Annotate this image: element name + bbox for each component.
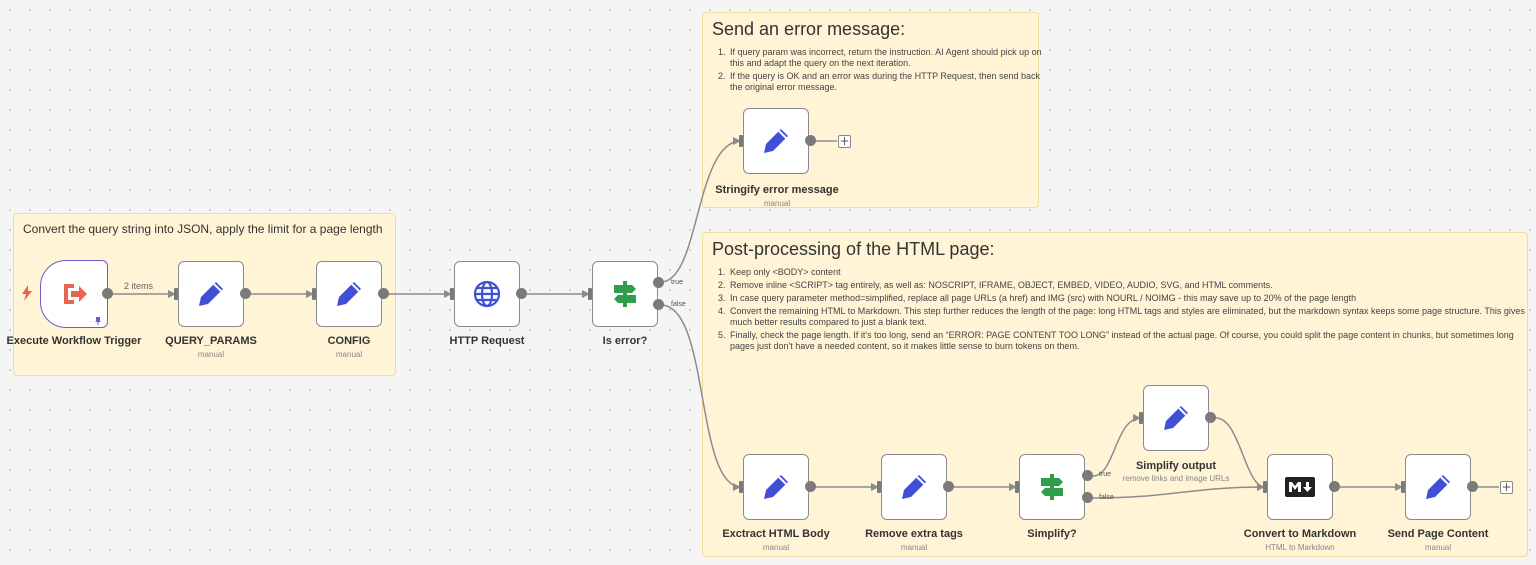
wire-simplify-markdown	[1092, 486, 1266, 499]
output-port[interactable]	[240, 288, 251, 299]
node-query-params[interactable]	[178, 261, 244, 327]
node-label: Send Page Content	[1387, 528, 1489, 540]
node-subtitle: manual	[335, 350, 363, 359]
output-port[interactable]	[805, 481, 816, 492]
pin-icon	[93, 313, 103, 331]
node-http-request[interactable]	[454, 261, 520, 327]
wire-iserror-extract	[660, 304, 742, 488]
node-send-page-content[interactable]	[1405, 454, 1471, 520]
wire-iserror-stringify	[660, 140, 742, 283]
add-node-button[interactable]: +	[1500, 480, 1513, 494]
globe-icon	[472, 279, 502, 309]
node-label: Exctract HTML Body	[722, 528, 830, 540]
input-port[interactable]	[1401, 481, 1405, 493]
input-port[interactable]	[1263, 481, 1267, 493]
pencil-icon	[1161, 403, 1191, 433]
node-subtitle: manual	[763, 199, 791, 208]
trigger-bolt-icon	[22, 285, 32, 306]
true-output-label: true	[1099, 471, 1112, 478]
node-label: QUERY_PARAMS	[165, 335, 257, 347]
node-is-error[interactable]	[592, 261, 658, 327]
node-simplify-output[interactable]	[1143, 385, 1209, 451]
input-port[interactable]	[588, 288, 592, 300]
output-port-false[interactable]	[653, 299, 664, 310]
pencil-icon	[761, 126, 791, 156]
wire-label-items: 2 items	[124, 281, 154, 291]
list-item: If query param was incorrect, return the…	[728, 47, 1046, 69]
pencil-icon	[1423, 472, 1453, 502]
input-port[interactable]	[739, 481, 743, 493]
true-output-label: true	[671, 279, 684, 286]
input-port[interactable]	[312, 288, 316, 300]
node-subtitle: manual	[762, 543, 790, 552]
sticky-title: Send an error message:	[712, 19, 906, 39]
output-port-true[interactable]	[653, 277, 664, 288]
list-item: If the query is OK and an error was duri…	[728, 71, 1046, 93]
list-item: Convert the remaining HTML to Markdown. …	[728, 306, 1528, 328]
node-convert-markdown[interactable]	[1267, 454, 1333, 520]
markdown-icon	[1285, 477, 1315, 497]
output-port[interactable]	[1329, 481, 1340, 492]
pencil-icon	[196, 279, 226, 309]
output-port-true[interactable]	[1082, 470, 1093, 481]
sticky-post-processing[interactable]: Post-processing of the HTML page: Keep o…	[702, 232, 1528, 557]
node-label: CONFIG	[327, 335, 371, 347]
node-extract-html-body[interactable]	[743, 454, 809, 520]
list-item: Remove inline <SCRIPT> tag entirely, as …	[728, 280, 1528, 291]
exit-arrow-icon	[59, 279, 89, 309]
node-stringify-error[interactable]	[743, 108, 809, 174]
input-port[interactable]	[739, 135, 743, 147]
output-port[interactable]	[1467, 481, 1478, 492]
add-node-button[interactable]: +	[838, 134, 851, 148]
sticky-title: Convert the query string into JSON, appl…	[23, 222, 383, 236]
node-label: Convert to Markdown	[1243, 528, 1357, 540]
node-subtitle: HTML to Markdown	[1265, 543, 1335, 552]
node-simplify-condition[interactable]	[1019, 454, 1085, 520]
output-port-false[interactable]	[1082, 492, 1093, 503]
node-label: Simplify output	[1135, 460, 1217, 472]
signpost-icon	[610, 279, 640, 309]
pencil-icon	[334, 279, 364, 309]
node-label: HTTP Request	[449, 335, 525, 347]
node-label: Remove extra tags	[865, 528, 963, 540]
output-port[interactable]	[102, 288, 113, 299]
input-port[interactable]	[174, 288, 178, 300]
node-label: Simplify?	[1027, 528, 1077, 540]
false-output-label: false	[1099, 494, 1114, 501]
sticky-list: If query param was incorrect, return the…	[712, 47, 1046, 95]
list-item: In case query parameter method=simplifie…	[728, 293, 1528, 304]
node-label: Stringify error message	[715, 184, 839, 196]
input-port[interactable]	[1139, 412, 1143, 424]
input-port[interactable]	[877, 481, 881, 493]
output-port[interactable]	[805, 135, 816, 146]
input-port[interactable]	[450, 288, 454, 300]
node-subtitle: manual	[1424, 543, 1452, 552]
signpost-icon	[1037, 472, 1067, 502]
node-label: Execute Workflow Trigger	[6, 335, 142, 347]
list-item: Finally, check the page length. If it's …	[728, 330, 1528, 352]
pencil-icon	[899, 472, 929, 502]
output-port[interactable]	[943, 481, 954, 492]
sticky-title: Post-processing of the HTML page:	[712, 239, 995, 259]
node-config[interactable]	[316, 261, 382, 327]
output-port[interactable]	[1205, 412, 1216, 423]
node-label: Is error?	[602, 335, 648, 347]
node-subtitle: manual	[197, 350, 225, 359]
node-subtitle: manual	[900, 543, 928, 552]
false-output-label: false	[671, 301, 686, 308]
list-item: Keep only <BODY> content	[728, 267, 1528, 278]
input-port[interactable]	[1015, 481, 1019, 493]
node-remove-extra-tags[interactable]	[881, 454, 947, 520]
output-port[interactable]	[516, 288, 527, 299]
node-subtitle: remove links and image URLs	[1122, 474, 1230, 483]
output-port[interactable]	[378, 288, 389, 299]
pencil-icon	[761, 472, 791, 502]
sticky-list: Keep only <BODY> content Remove inline <…	[712, 267, 1528, 354]
